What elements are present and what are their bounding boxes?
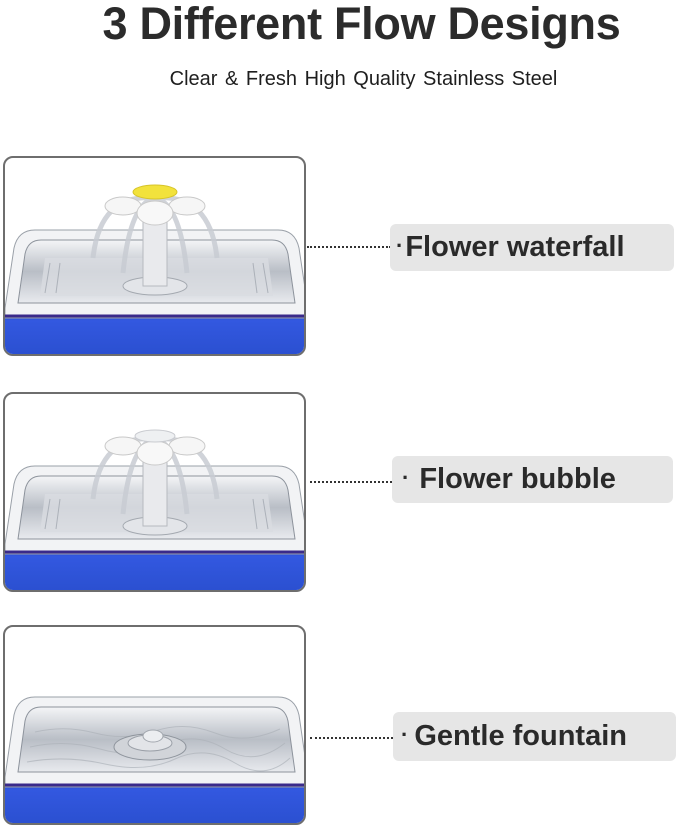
connector-line [310,481,392,483]
fountain-flower-waterfall-illustration [5,184,304,354]
fountain-flower-bubble-illustration [5,429,304,590]
design-label: Gentle fountain [414,720,627,752]
connector-line [307,246,391,248]
page-title: 3 Different Flow Designs [102,0,621,49]
label-gentle-fountain: · Gentle fountain [393,712,676,761]
connector-line [310,737,393,739]
bullet: · [402,464,410,490]
page-subtitle: Clear & Fresh High Quality Stainless Ste… [169,68,558,90]
design-label: Flower waterfall [405,231,625,263]
bullet: · [401,721,409,747]
design-label: Flower bubble [419,463,616,495]
fountain-gentle-illustration [5,696,304,823]
label-flower-bubble: · Flower bubble [392,456,673,503]
design-image-flower-waterfall [3,156,306,356]
bullet: · [396,232,404,258]
design-image-flower-bubble [3,392,306,592]
design-image-gentle-fountain [3,625,306,825]
label-flower-waterfall: · Flower waterfall [390,224,674,271]
